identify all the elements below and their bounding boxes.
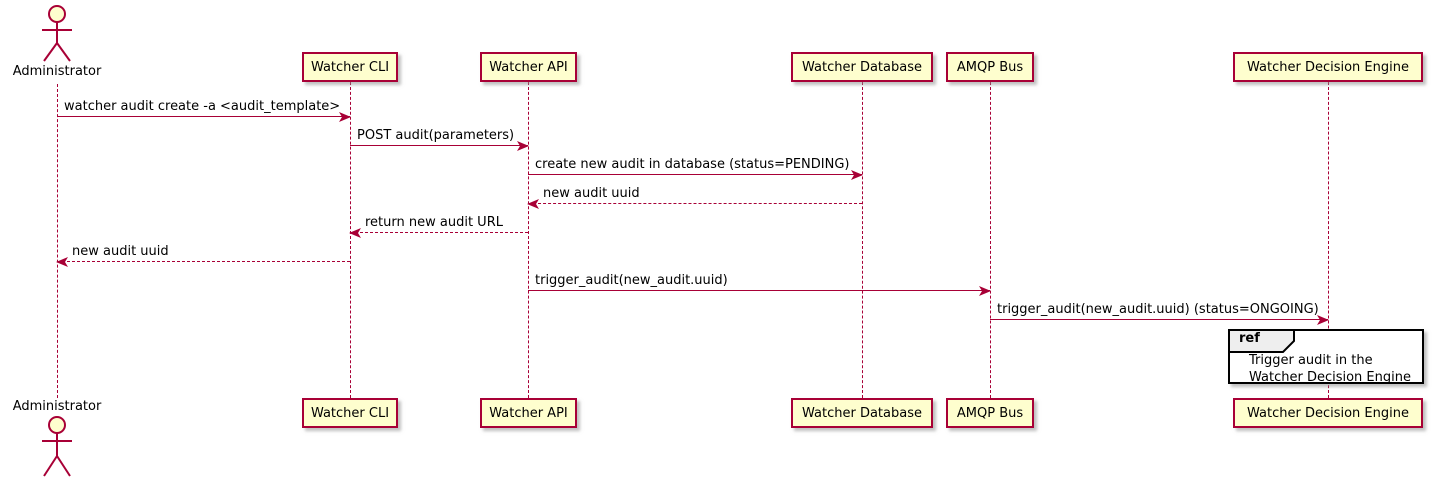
actor-administrator-icon [42,5,72,62]
ref-text: Trigger audit in the Watcher Decision En… [1249,352,1411,386]
ref-text-line-1: Trigger audit in the [1249,353,1373,368]
participant-box-watcher-api-top: Watcher API [480,52,577,82]
message-3: create new audit in database (status=PEN… [528,154,863,180]
participant-label-administrator-bottom: Administrator [12,399,102,414]
ref-tab: ref [1228,329,1296,354]
lifeline-watcher-api [528,82,529,398]
message-label: new audit uuid [72,244,169,259]
ref-keyword: ref [1239,331,1260,346]
participant-label: Watcher CLI [310,59,390,75]
actor-administrator-icon-bottom [42,416,72,477]
arrowhead-icon [339,112,351,122]
message-7: trigger_audit(new_audit.uuid) [528,270,991,296]
participant-label: Watcher Decision Engine [1247,59,1409,75]
participant-box-watcher-database-top: Watcher Database [791,52,933,82]
message-2: POST audit(parameters) [350,125,529,151]
arrowhead-icon [349,228,361,238]
arrowhead-icon [56,257,68,267]
participant-label: Watcher CLI [310,405,390,421]
message-line [57,116,350,117]
message-label: create new audit in database (status=PEN… [535,157,850,172]
participant-box-amqp-bus-bottom: AMQP Bus [946,398,1034,428]
lifeline-watcher-database [862,82,863,398]
participant-box-watcher-decision-engine-top: Watcher Decision Engine [1233,52,1423,82]
message-line [528,174,862,175]
arrowhead-icon [851,170,863,180]
message-1: watcher audit create -a <audit_template> [57,96,351,122]
participant-label: AMQP Bus [956,59,1024,75]
message-line [350,232,528,233]
participant-box-watcher-decision-engine-bottom: Watcher Decision Engine [1233,398,1423,428]
message-line [528,290,990,291]
message-label: watcher audit create -a <audit_template> [64,99,341,114]
participant-box-watcher-cli-top: Watcher CLI [302,52,398,82]
message-4: new audit uuid [527,183,862,209]
message-line [990,319,1328,320]
message-6: new audit uuid [56,241,350,267]
arrowhead-icon [517,141,529,151]
message-label: return new audit URL [365,215,503,230]
ref-fragment: ref Trigger audit in the Watcher Decisio… [1228,329,1424,386]
message-label: POST audit(parameters) [357,128,515,143]
lifeline-watcher-cli [350,82,351,398]
lifeline-watcher-decision-engine [1328,82,1329,398]
participant-box-watcher-database-bottom: Watcher Database [791,398,933,428]
message-label: new audit uuid [543,186,640,201]
message-label: trigger_audit(new_audit.uuid) (status=ON… [997,302,1319,317]
lifeline-amqp-bus [990,82,991,398]
message-5: return new audit URL [349,212,528,238]
participant-box-amqp-bus-top: AMQP Bus [946,52,1034,82]
participant-box-watcher-cli-bottom: Watcher CLI [302,398,398,428]
message-line [350,145,528,146]
ref-tab-shape-icon [1228,329,1295,353]
message-line [528,203,862,204]
participant-label-administrator-top: Administrator [12,64,102,79]
arrowhead-icon [527,199,539,209]
participant-label: Watcher API [489,59,568,75]
participant-label: Watcher Database [802,405,922,421]
arrowhead-icon [1317,315,1329,325]
message-label: trigger_audit(new_audit.uuid) [535,273,728,288]
ref-text-line-2: Watcher Decision Engine [1249,370,1411,385]
message-8: trigger_audit(new_audit.uuid) (status=ON… [990,299,1329,325]
message-line [57,261,350,262]
participant-label: Watcher Database [802,59,922,75]
participant-box-watcher-api-bottom: Watcher API [480,398,577,428]
lifeline-administrator [57,84,58,398]
participant-label: AMQP Bus [956,405,1024,421]
participant-label: Watcher API [489,405,568,421]
participant-label: Watcher Decision Engine [1247,405,1409,421]
arrowhead-icon [979,286,991,296]
